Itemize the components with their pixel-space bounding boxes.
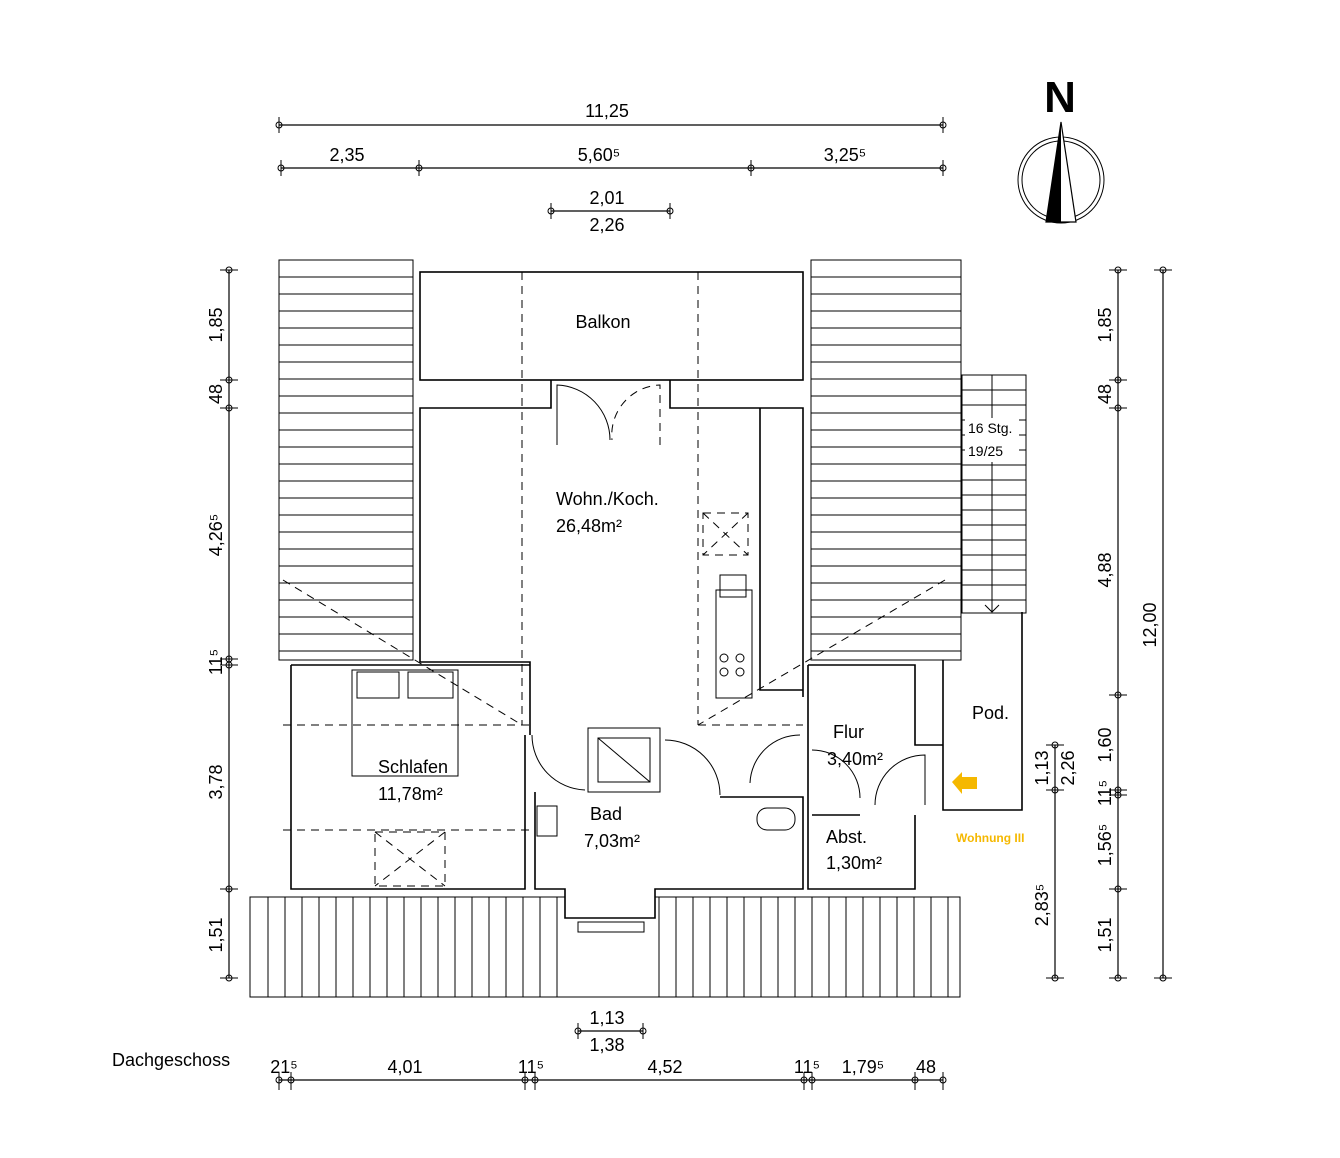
dim-bottom-4: 4,52 <box>647 1057 682 1077</box>
dim-left-3: 4,26⁵ <box>206 514 226 557</box>
roof-hatch-right <box>810 259 962 661</box>
dim-dormer-outer: 2,26 <box>589 215 624 235</box>
room-balkon: Balkon <box>575 312 630 332</box>
dim-right-inner-1: 1,13 <box>1032 750 1052 785</box>
roof-hatch-bottom <box>249 889 961 998</box>
dim-left-1: 1,85 <box>206 307 226 342</box>
dim-bottom-7: 48 <box>916 1057 936 1077</box>
dimensions-bottom: 21⁵ 4,01 11⁵ 4,52 11⁵ 1,79⁵ 48 1,13 1,38… <box>112 1008 947 1090</box>
dim-left-2: 48 <box>206 384 226 404</box>
stairs-steps: 16 Stg. <box>968 420 1012 436</box>
dim-left-5: 3,78 <box>206 764 226 799</box>
dim-top-total: 11,25 <box>585 101 629 121</box>
floor-label: Dachgeschoss <box>112 1050 230 1070</box>
dimensions-left: 1,85 48 4,26⁵ 11⁵ 3,78 1,51 <box>206 266 238 982</box>
room-bad-name: Bad <box>590 804 622 824</box>
dim-bottom-1: 21⁵ <box>270 1057 297 1077</box>
dim-bottom-2: 4,01 <box>387 1057 422 1077</box>
dim-right-5: 11⁵ <box>1095 780 1115 806</box>
dim-left-6: 1,51 <box>206 917 226 952</box>
dim-top-3: 3,25⁵ <box>824 145 867 165</box>
room-pod-name: Pod. <box>972 703 1009 723</box>
room-schlafen-name: Schlafen <box>378 757 448 777</box>
entrance-label: Wohnung III <box>956 831 1024 845</box>
stair-treads <box>962 374 1026 601</box>
room-bad-area: 7,03m² <box>584 831 640 851</box>
room-wohn-area: 26,48m² <box>556 516 622 536</box>
dim-right-3: 4,88 <box>1095 552 1115 587</box>
room-labels: Balkon Wohn./Koch. 26,48m² Schlafen 11,7… <box>378 312 1024 873</box>
room-flur-area: 3,40m² <box>827 749 883 769</box>
dim-dormer-bottom-inner: 1,13 <box>589 1008 624 1028</box>
dim-right-inner-3: 2,83⁵ <box>1032 884 1052 927</box>
room-schlafen-area: 11,78m² <box>378 784 443 804</box>
dim-top-2: 5,60⁵ <box>578 145 621 165</box>
room-abst-area: 1,30m² <box>826 853 882 873</box>
dim-bottom-6: 1,79⁵ <box>842 1057 885 1077</box>
dimensions-top: 11,25 2,35 5,60⁵ 3,25⁵ 2,01 2,26 <box>275 101 947 235</box>
dim-bottom-5: 11⁵ <box>794 1057 820 1077</box>
room-abst-name: Abst. <box>826 827 867 847</box>
dim-right-4: 1,60 <box>1095 727 1115 762</box>
dim-right-6: 1,56⁵ <box>1095 824 1115 867</box>
room-flur-name: Flur <box>833 722 864 742</box>
dim-right-total: 12,00 <box>1140 602 1160 647</box>
room-wohn-name: Wohn./Koch. <box>556 489 659 509</box>
stairs-ratio: 19/25 <box>968 443 1003 459</box>
dim-bottom-3: 11⁵ <box>518 1057 544 1077</box>
dim-right-7: 1,51 <box>1095 917 1115 952</box>
walls <box>282 271 1027 933</box>
dim-right-inner-2: 2,26 <box>1058 750 1078 785</box>
dim-left-4: 11⁵ <box>206 649 226 675</box>
roof-hatch-left <box>278 259 414 661</box>
dim-top-1: 2,35 <box>329 145 364 165</box>
north-label: N <box>1044 73 1076 122</box>
north-arrow: N <box>1017 73 1105 224</box>
dim-right-2: 48 <box>1095 384 1115 404</box>
dim-dormer-bottom-outer: 1,38 <box>589 1035 624 1055</box>
dimensions-right: 1,85 48 4,88 1,60 11⁵ 1,56⁵ 1,51 12,00 1… <box>1032 266 1172 982</box>
dim-right-1: 1,85 <box>1095 307 1115 342</box>
entrance-arrow-icon <box>952 772 977 794</box>
dim-dormer-inner: 2,01 <box>589 188 624 208</box>
